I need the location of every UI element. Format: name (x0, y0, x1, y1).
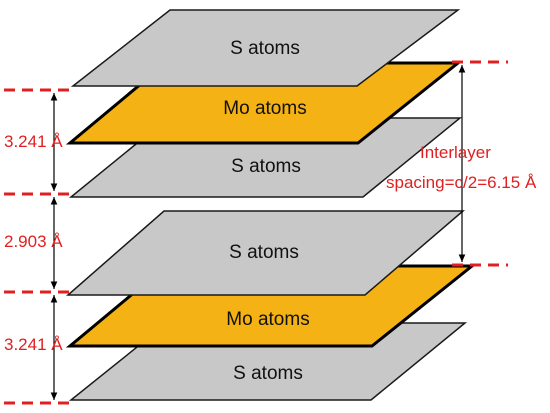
layer-label: S atoms (231, 156, 301, 177)
layer-label: Mo atoms (223, 98, 306, 119)
layer-s-top: S atoms (70, 9, 461, 87)
interlayer-spacing-label-line1: Interlayer (420, 143, 491, 162)
layer-label: S atoms (229, 242, 299, 263)
layer-label: S atoms (230, 38, 300, 59)
left-reference-lines (4, 88, 70, 405)
dimension-label-top: 3.241 Å (4, 132, 63, 151)
layer-label: S atoms (233, 363, 303, 384)
dimension-label-bottom: 3.241 Å (4, 335, 63, 354)
layer-label: Mo atoms (226, 309, 309, 330)
layer-s-lower-upper: S atoms (66, 210, 466, 296)
interlayer-spacing-label-line2: spacing=c/2=6.15 Å (386, 173, 537, 192)
right-reference-lines (452, 60, 508, 267)
dimension-label-gap: 2.903 Å (4, 232, 63, 251)
